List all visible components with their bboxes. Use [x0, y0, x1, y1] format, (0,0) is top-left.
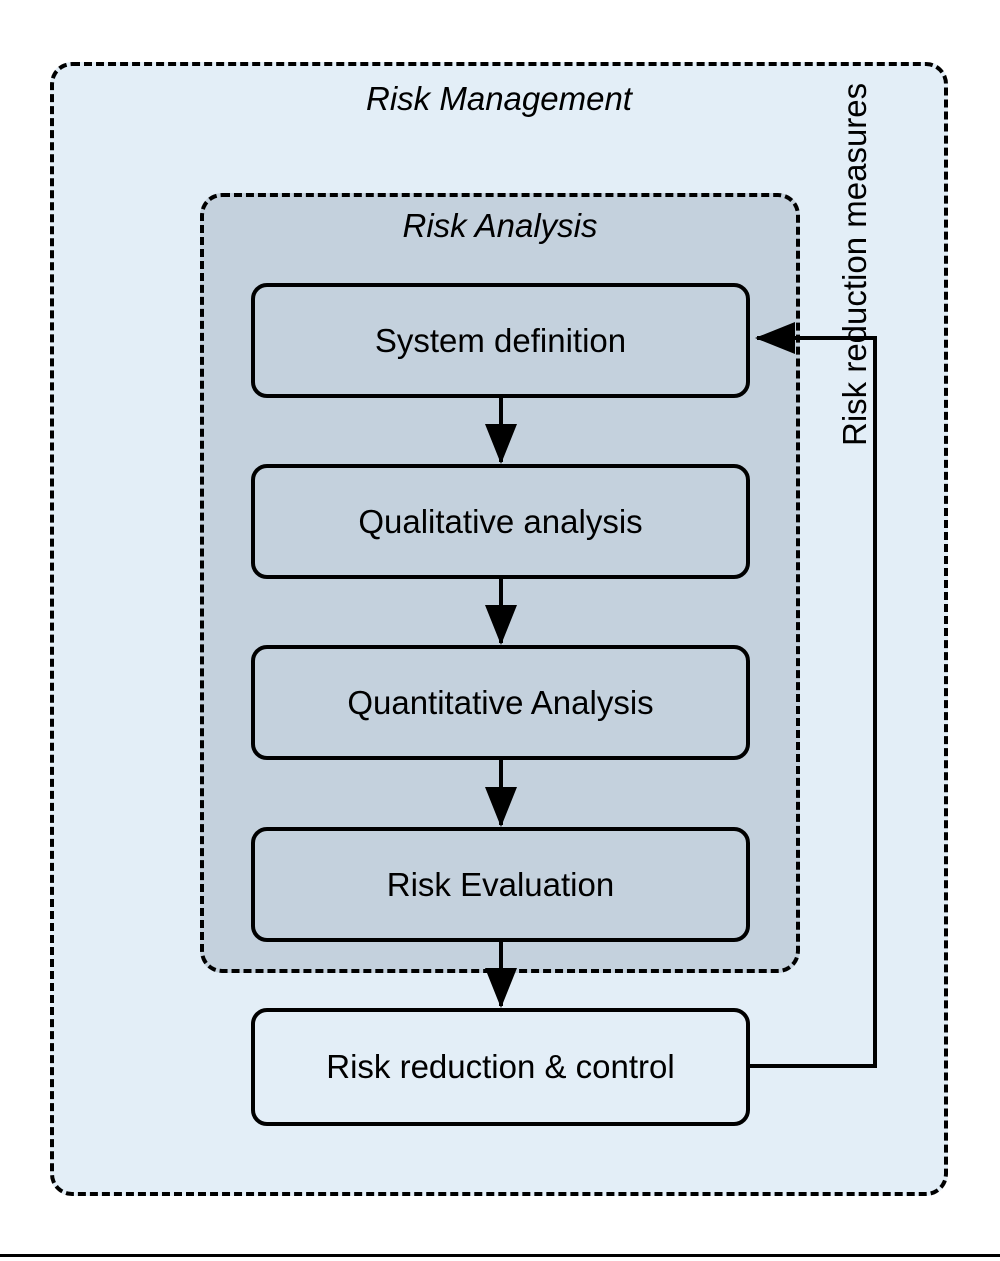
node-label: Quantitative Analysis [347, 683, 654, 721]
risk-management-title: Risk Management [366, 80, 632, 117]
node-qualitative-analysis[interactable]: Qualitative analysis [251, 464, 750, 579]
feedback-edge-label: Risk reduction measures [836, 82, 873, 446]
node-label: Risk Evaluation [386, 865, 615, 903]
node-risk-reduction-control[interactable]: Risk reduction & control [251, 1008, 750, 1126]
node-quantitative-analysis[interactable]: Quantitative Analysis [251, 645, 750, 760]
node-label: Risk reduction & control [326, 1048, 675, 1085]
node-system-definition[interactable]: System definition [251, 283, 750, 398]
node-risk-evaluation[interactable]: Risk Evaluation [251, 827, 750, 942]
node-label: Qualitative analysis [358, 502, 643, 540]
page-bottom-rule [0, 1254, 1000, 1257]
node-label: System definition [374, 321, 627, 359]
risk-analysis-title: Risk Analysis [402, 207, 598, 244]
